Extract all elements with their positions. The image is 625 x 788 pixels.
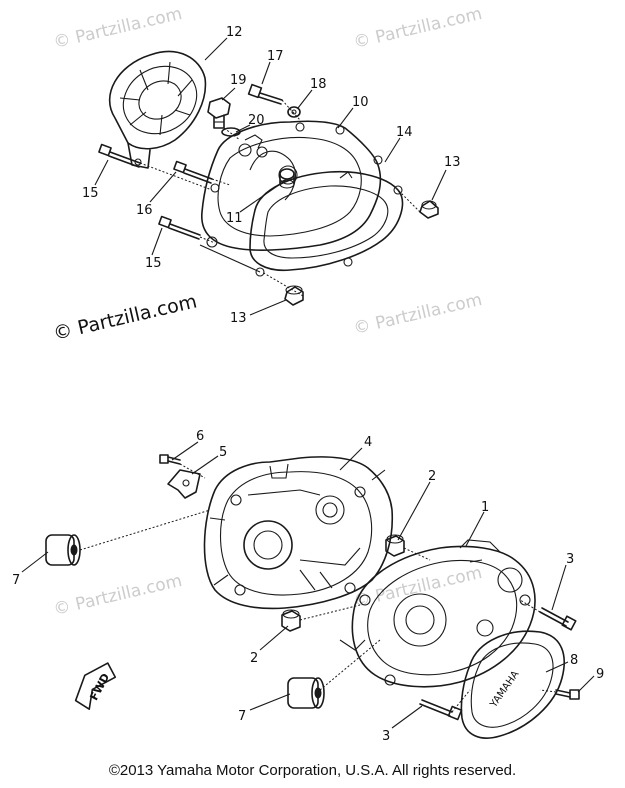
leader-lines bbox=[21, 37, 595, 729]
part-20-oring bbox=[221, 127, 241, 137]
part-15-bolt bbox=[98, 143, 141, 168]
callout-5: 5 bbox=[219, 445, 227, 460]
watermark: © Partzilla.com bbox=[352, 4, 484, 53]
callout-2: 2 bbox=[428, 469, 436, 484]
part-18-washer bbox=[287, 106, 301, 118]
part-13-dowel bbox=[284, 285, 304, 306]
part-8-outer-cover: YAMAHA bbox=[460, 630, 565, 739]
part-5-bracket bbox=[167, 469, 201, 499]
part-3-bolt bbox=[539, 607, 577, 631]
part-3-bolt bbox=[419, 699, 463, 721]
callout-15: 15 bbox=[82, 186, 99, 201]
callout-16: 16 bbox=[136, 203, 153, 218]
callout-13: 13 bbox=[230, 311, 247, 326]
part-1-case-cover bbox=[339, 539, 536, 688]
callout-7: 7 bbox=[12, 573, 20, 588]
callout-17: 17 bbox=[267, 49, 284, 64]
callout-1: 1 bbox=[481, 500, 489, 515]
part-19-plug bbox=[207, 97, 231, 129]
part-12-shroud bbox=[109, 50, 207, 169]
part-14-gasket bbox=[249, 155, 404, 277]
callout-8: 8 bbox=[570, 653, 578, 668]
callout-19: 19 bbox=[230, 73, 247, 88]
part-7-damper bbox=[45, 534, 81, 566]
callout-14: 14 bbox=[396, 125, 413, 140]
callout-3: 3 bbox=[382, 729, 390, 744]
part-9-screw bbox=[555, 689, 580, 700]
callout-18: 18 bbox=[310, 77, 327, 92]
callout-13: 13 bbox=[444, 155, 461, 170]
callout-12: 12 bbox=[226, 25, 243, 40]
callout-9: 9 bbox=[596, 667, 604, 682]
watermark: © Partzilla.com bbox=[52, 571, 184, 620]
callout-2: 2 bbox=[250, 651, 258, 666]
watermark: © Partzilla.com bbox=[52, 4, 184, 53]
callout-3: 3 bbox=[566, 552, 574, 567]
part-16-bolt bbox=[173, 160, 213, 184]
part-2-dowel bbox=[385, 534, 405, 557]
callout-15: 15 bbox=[145, 256, 162, 271]
part-4-crankcase bbox=[203, 456, 394, 610]
callout-6: 6 bbox=[196, 429, 204, 444]
part-7-damper bbox=[287, 677, 325, 709]
callout-10: 10 bbox=[352, 95, 369, 110]
fwd-label: FWD bbox=[87, 671, 112, 703]
callout-11: 11 bbox=[226, 211, 243, 226]
part-2-dowel bbox=[281, 609, 301, 632]
watermark: © Partzilla.com bbox=[352, 563, 484, 612]
cover-brand-text: YAMAHA bbox=[488, 669, 522, 711]
callout-4: 4 bbox=[364, 435, 372, 450]
part-15-bolt bbox=[158, 215, 201, 240]
part-10-case-cover bbox=[201, 120, 382, 251]
part-11-dowel bbox=[279, 168, 295, 189]
forward-direction-marker: FWD bbox=[74, 662, 117, 710]
callout-7: 7 bbox=[238, 709, 246, 724]
part-17-bolt bbox=[247, 83, 283, 105]
copyright-notice: ©2013 Yamaha Motor Corporation, U.S.A. A… bbox=[108, 762, 517, 779]
callout-20: 20 bbox=[248, 113, 265, 128]
part-13-dowel bbox=[419, 200, 439, 219]
watermark: © Partzilla.com bbox=[51, 290, 199, 344]
watermark: © Partzilla.com bbox=[352, 290, 484, 339]
